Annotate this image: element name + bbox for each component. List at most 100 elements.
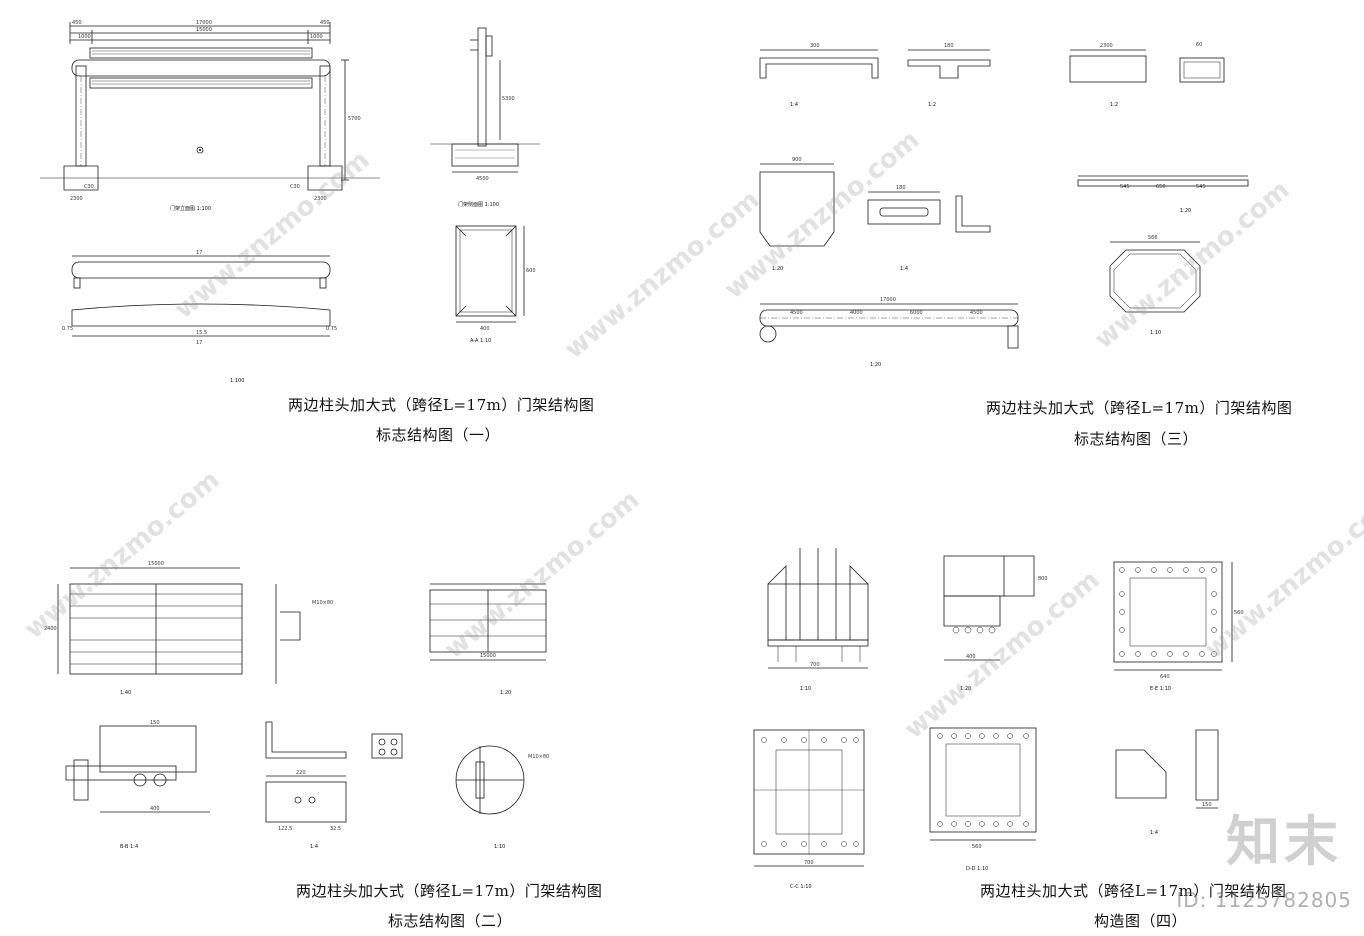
svg-text:17000: 17000 <box>880 297 896 303</box>
svg-text:门架侧面图 1:100: 门架侧面图 1:100 <box>458 201 499 208</box>
svg-text:400: 400 <box>150 806 160 812</box>
sheet-4-subtitle: 构造图（四） <box>1094 912 1188 930</box>
channel-detail: 300 1:4 <box>759 43 879 108</box>
sheet-2-subtitle: 标志结构图（二） <box>388 912 513 930</box>
svg-text:400: 400 <box>966 654 976 660</box>
svg-text:C30: C30 <box>84 184 94 190</box>
svg-text:15000: 15000 <box>480 653 496 659</box>
svg-text:C30: C30 <box>290 184 300 190</box>
svg-text:545: 545 <box>1120 184 1130 190</box>
section-ee: 640 560 E-E 1:10 <box>1113 561 1244 692</box>
gantry-front-elevation: 17000 15000 450 450 1000 1000 <box>40 20 380 212</box>
svg-text:17: 17 <box>196 250 202 256</box>
svg-text:1000: 1000 <box>78 34 91 40</box>
sheet-2-title: 两边柱头加大式（跨径L=17m）门架结构图 <box>296 882 603 900</box>
svg-text:4000: 4000 <box>850 310 863 316</box>
node-detail-circle: M10×80 1:10 <box>455 745 549 850</box>
section-aa: 400 600 A-A 1:10 <box>455 225 536 344</box>
svg-text:1:20: 1:20 <box>960 686 971 692</box>
clip-detail: 180 1:2 <box>907 43 991 108</box>
svg-text:560: 560 <box>972 844 982 850</box>
column-top-detail: 400 800 1:20 <box>943 555 1048 692</box>
svg-text:1:10: 1:10 <box>1150 330 1161 336</box>
svg-text:1:20: 1:20 <box>500 690 511 696</box>
sign-panel-framing: 15000 2400 1:40 <box>44 561 243 696</box>
svg-text:400: 400 <box>480 326 490 332</box>
svg-text:门架立面图 1:100: 门架立面图 1:100 <box>170 205 211 212</box>
section-dd: 560 D-D 1:10 <box>929 727 1037 872</box>
svg-text:1:100: 1:100 <box>230 378 244 384</box>
svg-text:180: 180 <box>944 43 954 49</box>
svg-text:C-C 1:10: C-C 1:10 <box>790 884 812 890</box>
sheet-2-drawings: 15000 2400 1:40 M10×80 <box>44 561 549 850</box>
svg-text:150: 150 <box>1202 802 1212 808</box>
svg-text:5700: 5700 <box>348 116 361 122</box>
svg-text:6000: 6000 <box>910 310 923 316</box>
svg-text:450: 450 <box>72 20 82 26</box>
section-cc: 700 C-C 1:10 <box>753 729 865 890</box>
svg-text:E-E 1:10: E-E 1:10 <box>1150 686 1171 692</box>
sheet-3-subtitle: 标志结构图（三） <box>1074 430 1199 448</box>
svg-text:15000: 15000 <box>196 27 212 33</box>
svg-text:17000: 17000 <box>196 20 212 26</box>
panel-clip-detail: M10×80 <box>275 584 333 684</box>
tube-detail: 2300 60 1:2 <box>1069 42 1225 108</box>
sheet-3-drawings: 300 1:4 180 1:2 2300 60 1:2 900 1:20 <box>759 42 1249 368</box>
svg-text:4500: 4500 <box>790 310 803 316</box>
svg-text:5300: 5300 <box>502 96 515 102</box>
svg-text:1:2: 1:2 <box>1110 102 1118 108</box>
panel-stiffener-layout: 15000 1:20 <box>429 583 547 696</box>
svg-text:1:20: 1:20 <box>772 266 783 272</box>
svg-text:1:10: 1:10 <box>494 844 505 850</box>
octagon-section: 566 1:10 <box>1109 235 1201 336</box>
image-id-label: ID: 1125782805 <box>1176 888 1352 912</box>
svg-text:122.5: 122.5 <box>278 826 292 832</box>
svg-text:B-B 1:4: B-B 1:4 <box>120 844 138 850</box>
sheet-4-title: 两边柱头加大式（跨径L=17m）门架结构图 <box>980 882 1287 900</box>
column-base-detail: 700 1:10 <box>767 548 869 692</box>
svg-text:1:2: 1:2 <box>928 102 936 108</box>
connector-plate: 180 1:4 <box>867 185 991 272</box>
svg-text:1:20: 1:20 <box>1180 208 1191 214</box>
svg-text:300: 300 <box>810 43 820 49</box>
svg-text:800: 800 <box>1038 576 1048 582</box>
svg-text:4500: 4500 <box>970 310 983 316</box>
svg-text:640: 640 <box>1160 674 1170 680</box>
svg-text:700: 700 <box>804 860 814 866</box>
svg-text:A-A 1:10: A-A 1:10 <box>470 338 491 344</box>
beam-segment-elevation: 17000 4500 4000 6000 4500 1:20 <box>759 297 1019 368</box>
svg-text:1:4: 1:4 <box>790 102 798 108</box>
svg-text:4500: 4500 <box>476 176 489 182</box>
beam-lifting-detail: 545 650 545 1:20 <box>1077 175 1249 214</box>
sheet-1-subtitle: 标志结构图（一） <box>376 426 501 444</box>
svg-text:650: 650 <box>1156 184 1166 190</box>
svg-text:700: 700 <box>810 662 820 668</box>
svg-text:17: 17 <box>196 340 202 346</box>
svg-text:32.5: 32.5 <box>330 826 341 832</box>
svg-text:1:4: 1:4 <box>900 266 908 272</box>
svg-text:450: 450 <box>320 20 330 26</box>
sheet-4-drawings: 700 1:10 400 800 1:20 <box>753 548 1244 890</box>
svg-text:0.75: 0.75 <box>62 326 73 332</box>
svg-text:1:20: 1:20 <box>870 362 881 368</box>
gantry-side-elevation: 5300 4500 门架侧面图 1:100 <box>430 27 540 208</box>
svg-text:220: 220 <box>296 770 306 776</box>
sheet-3-title: 两边柱头加大式（跨径L=17m）门架结构图 <box>986 399 1293 417</box>
bolt-plate-detail <box>371 733 403 759</box>
svg-text:545: 545 <box>1196 184 1206 190</box>
svg-text:2400: 2400 <box>44 626 57 632</box>
beam-plan-view: 17 <box>71 250 331 289</box>
svg-text:180: 180 <box>896 185 906 191</box>
svg-text:1:4: 1:4 <box>1150 830 1158 836</box>
svg-text:2300: 2300 <box>1100 43 1113 49</box>
svg-text:150: 150 <box>150 720 160 726</box>
svg-text:1:4: 1:4 <box>310 844 318 850</box>
svg-text:560: 560 <box>1234 610 1244 616</box>
svg-text:900: 900 <box>792 157 802 163</box>
svg-text:0.75: 0.75 <box>326 326 337 332</box>
svg-text:M10×80: M10×80 <box>312 600 333 606</box>
svg-text:15000: 15000 <box>148 561 164 567</box>
svg-text:2300: 2300 <box>70 196 83 202</box>
section-bb: 400 150 B-B 1:4 <box>65 720 210 850</box>
